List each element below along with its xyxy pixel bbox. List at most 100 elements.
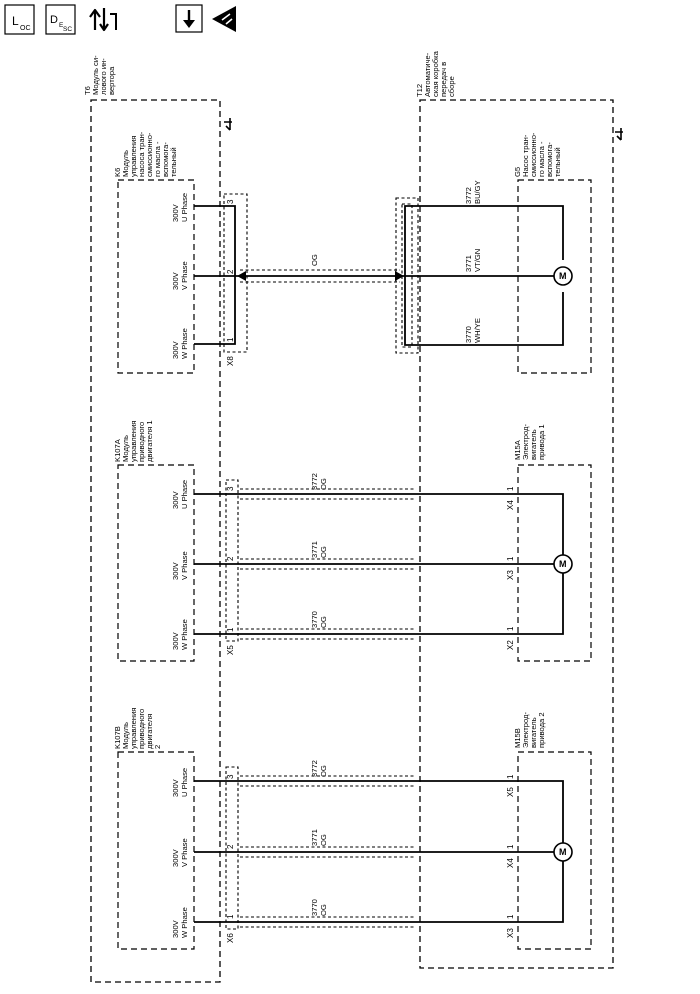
- og-cable-label: OG: [310, 254, 319, 266]
- transmission-ground-icon: [615, 128, 623, 141]
- svg-text:E: E: [59, 22, 64, 29]
- k107b-module-box: [117, 751, 195, 950]
- k6-w-phase-label: 300V W Phase: [171, 328, 189, 359]
- k107a-shield-v: [240, 558, 416, 570]
- k107a-wire-3771-label: 3771 OG: [310, 541, 328, 558]
- k107b-u-phase-label: 300V U Phase: [171, 768, 189, 797]
- k107a-label: K107A Модуль управления приводного двига…: [113, 418, 154, 462]
- svg-text:3770: 3770: [464, 326, 473, 343]
- svg-text:V Phase: V Phase: [180, 261, 189, 290]
- k107a-wire-3772-label: 3772 OG: [310, 473, 328, 490]
- svg-text:300V: 300V: [171, 778, 180, 797]
- x8-pin-2: 2: [226, 269, 235, 274]
- k107a-w-phase-label: 300V W Phase: [171, 619, 189, 650]
- k6-w-wire: [194, 276, 236, 345]
- m15a-x3-pin: X3 1: [506, 556, 515, 580]
- svg-text:OG: OG: [319, 834, 328, 846]
- svg-text:1: 1: [506, 626, 515, 631]
- svg-text:1: 1: [506, 914, 515, 919]
- connector-info-icon[interactable]: [89, 8, 117, 32]
- svg-text:3772: 3772: [464, 187, 473, 204]
- g5-pump-box: [517, 179, 592, 374]
- svg-text:M: M: [559, 271, 567, 281]
- svg-text:300V: 300V: [171, 631, 180, 650]
- svg-text:X3: X3: [506, 570, 515, 580]
- wire-3770-wh-ye-label: 3770 WH/YE: [464, 318, 482, 343]
- svg-text:1: 1: [506, 486, 515, 491]
- x5-connector: [225, 479, 239, 642]
- svg-text:D: D: [50, 14, 58, 26]
- wh-ye-wire: [404, 276, 564, 346]
- svg-text:300V: 300V: [171, 919, 180, 938]
- svg-text:U Phase: U Phase: [180, 193, 189, 222]
- bu-gy-wire: [404, 205, 564, 276]
- x5-connector-label: X5: [226, 645, 235, 655]
- k6-u-wire: [194, 205, 236, 276]
- x5-pin-1: 1: [226, 627, 235, 632]
- location-icon[interactable]: L OC: [4, 4, 35, 35]
- m15b-x5-pin: X5 1: [506, 774, 515, 797]
- k107a-shield-w: [240, 628, 416, 640]
- og-cable-arrow-right: [395, 271, 404, 281]
- x8-connector-label: X8: [226, 356, 235, 366]
- svg-text:3771: 3771: [464, 255, 473, 272]
- g5-label: G5 Насос тран- смиссионно- го масла - вс…: [513, 130, 562, 177]
- x8-pin-3: 3: [226, 199, 235, 204]
- wire-3772-bu-gy-label: 3772 BU/GY: [464, 180, 482, 204]
- svg-text:300V: 300V: [171, 848, 180, 867]
- svg-text:OG: OG: [319, 765, 328, 777]
- x6-pin-1: 1: [226, 914, 235, 919]
- transmission-label: T12 Автоматиче- ская коробка передач в с…: [415, 49, 456, 97]
- k107a-w-wire: [194, 572, 564, 635]
- svg-text:300V: 300V: [171, 490, 180, 509]
- m15b-x4-pin: X4 1: [506, 844, 515, 868]
- m15a-x2-pin: X2 1: [506, 626, 515, 650]
- m15b-x3-pin: X3 1: [506, 914, 515, 938]
- svg-text:1: 1: [506, 774, 515, 779]
- esd-warning-icon[interactable]: [212, 6, 236, 32]
- svg-text:OG: OG: [319, 478, 328, 490]
- k107a-v-phase-label: 300V V Phase: [171, 551, 189, 580]
- k107b-w-phase-label: 300V W Phase: [171, 907, 189, 938]
- svg-text:3771: 3771: [310, 829, 319, 846]
- m15b-motor-box: [517, 751, 592, 950]
- svg-text:U Phase: U Phase: [180, 768, 189, 797]
- svg-text:1: 1: [506, 844, 515, 849]
- description-icon[interactable]: D E SC: [45, 4, 76, 35]
- svg-text:3772: 3772: [310, 473, 319, 490]
- svg-text:L: L: [12, 14, 19, 28]
- k107b-u-wire: [194, 780, 564, 844]
- k6-u-phase-label: 300V U Phase: [171, 193, 189, 222]
- svg-text:OG: OG: [319, 616, 328, 628]
- svg-text:OG: OG: [319, 546, 328, 558]
- svg-text:BU/GY: BU/GY: [473, 180, 482, 204]
- svg-text:1: 1: [506, 556, 515, 561]
- x6-pin-2: 2: [226, 844, 235, 849]
- k107a-module-box: [117, 464, 195, 662]
- svg-text:OC: OC: [20, 25, 31, 32]
- svg-text:3770: 3770: [310, 611, 319, 628]
- m15a-motor-box: [517, 464, 592, 662]
- x6-connector: [225, 766, 239, 930]
- svg-text:OG: OG: [319, 904, 328, 916]
- inverter-module-frame: [90, 99, 221, 983]
- arrow-down-icon[interactable]: [175, 4, 203, 33]
- inverter-label: T6 Модуль си- лового ин- вертора: [83, 53, 116, 95]
- svg-text:3772: 3772: [310, 760, 319, 777]
- svg-text:3770: 3770: [310, 899, 319, 916]
- og-cable-arrow-left: [237, 271, 246, 281]
- svg-text:3771: 3771: [310, 541, 319, 558]
- svg-text:W Phase: W Phase: [180, 619, 189, 650]
- k107b-wire-3772-label: 3772 OG: [310, 760, 328, 777]
- k107b-shield-v: [240, 846, 416, 858]
- k107b-wire-3771-label: 3771 OG: [310, 829, 328, 846]
- svg-text:300V: 300V: [171, 203, 180, 222]
- k107b-wire-3770-label: 3770 OG: [310, 899, 328, 916]
- m15b-motor-icon: M: [553, 842, 573, 862]
- k6-v-phase-label: 300V V Phase: [171, 261, 189, 290]
- k107a-wire-3770-label: 3770 OG: [310, 611, 328, 628]
- x5-pin-2: 2: [226, 556, 235, 561]
- svg-text:X4: X4: [506, 500, 515, 510]
- svg-text:V Phase: V Phase: [180, 551, 189, 580]
- svg-text:X3: X3: [506, 928, 515, 938]
